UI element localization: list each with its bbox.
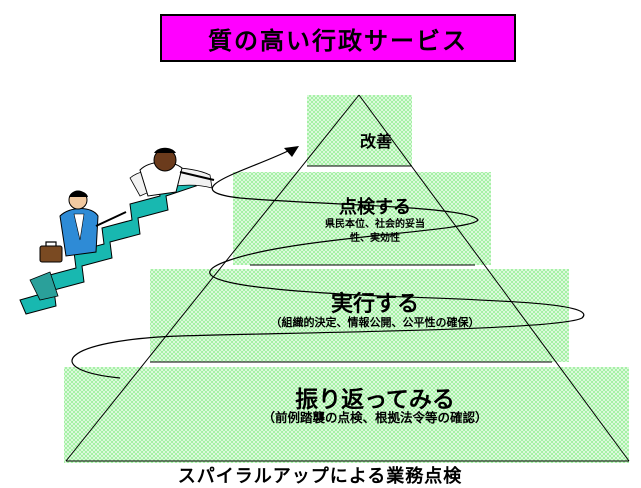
level-1-description: （前例踏襲の点検、根拠法令等の確認） xyxy=(262,410,488,425)
level-2-description: （組織的決定、情報公開、公平性の確保） xyxy=(270,316,480,329)
level-4-label: 改善 xyxy=(359,132,392,151)
pyramid-outline xyxy=(65,94,630,462)
title-box: 質の高い行政サービス xyxy=(160,14,516,62)
briefcase-icon xyxy=(39,245,63,263)
level-2-label: 実行する xyxy=(330,292,419,317)
level-3-box xyxy=(233,172,491,265)
level-3-label: 点検する xyxy=(339,197,411,218)
level-1-label: 振り返ってみる xyxy=(295,387,455,413)
level-3-description-line-1: 県民本位、社会的妥当 xyxy=(325,219,425,230)
businessmen-climbing-illustration xyxy=(19,147,215,315)
level-4-box xyxy=(307,95,412,166)
level-1-box xyxy=(64,367,629,463)
spiral-arrow xyxy=(71,146,585,379)
arrowhead-icon xyxy=(284,146,299,157)
diagram-caption: スパイラルアップによる業務点検 xyxy=(177,466,463,487)
level-3-description-line-2: 性、実効性 xyxy=(350,233,400,244)
page-title: 質の高い行政サービス xyxy=(208,26,468,55)
